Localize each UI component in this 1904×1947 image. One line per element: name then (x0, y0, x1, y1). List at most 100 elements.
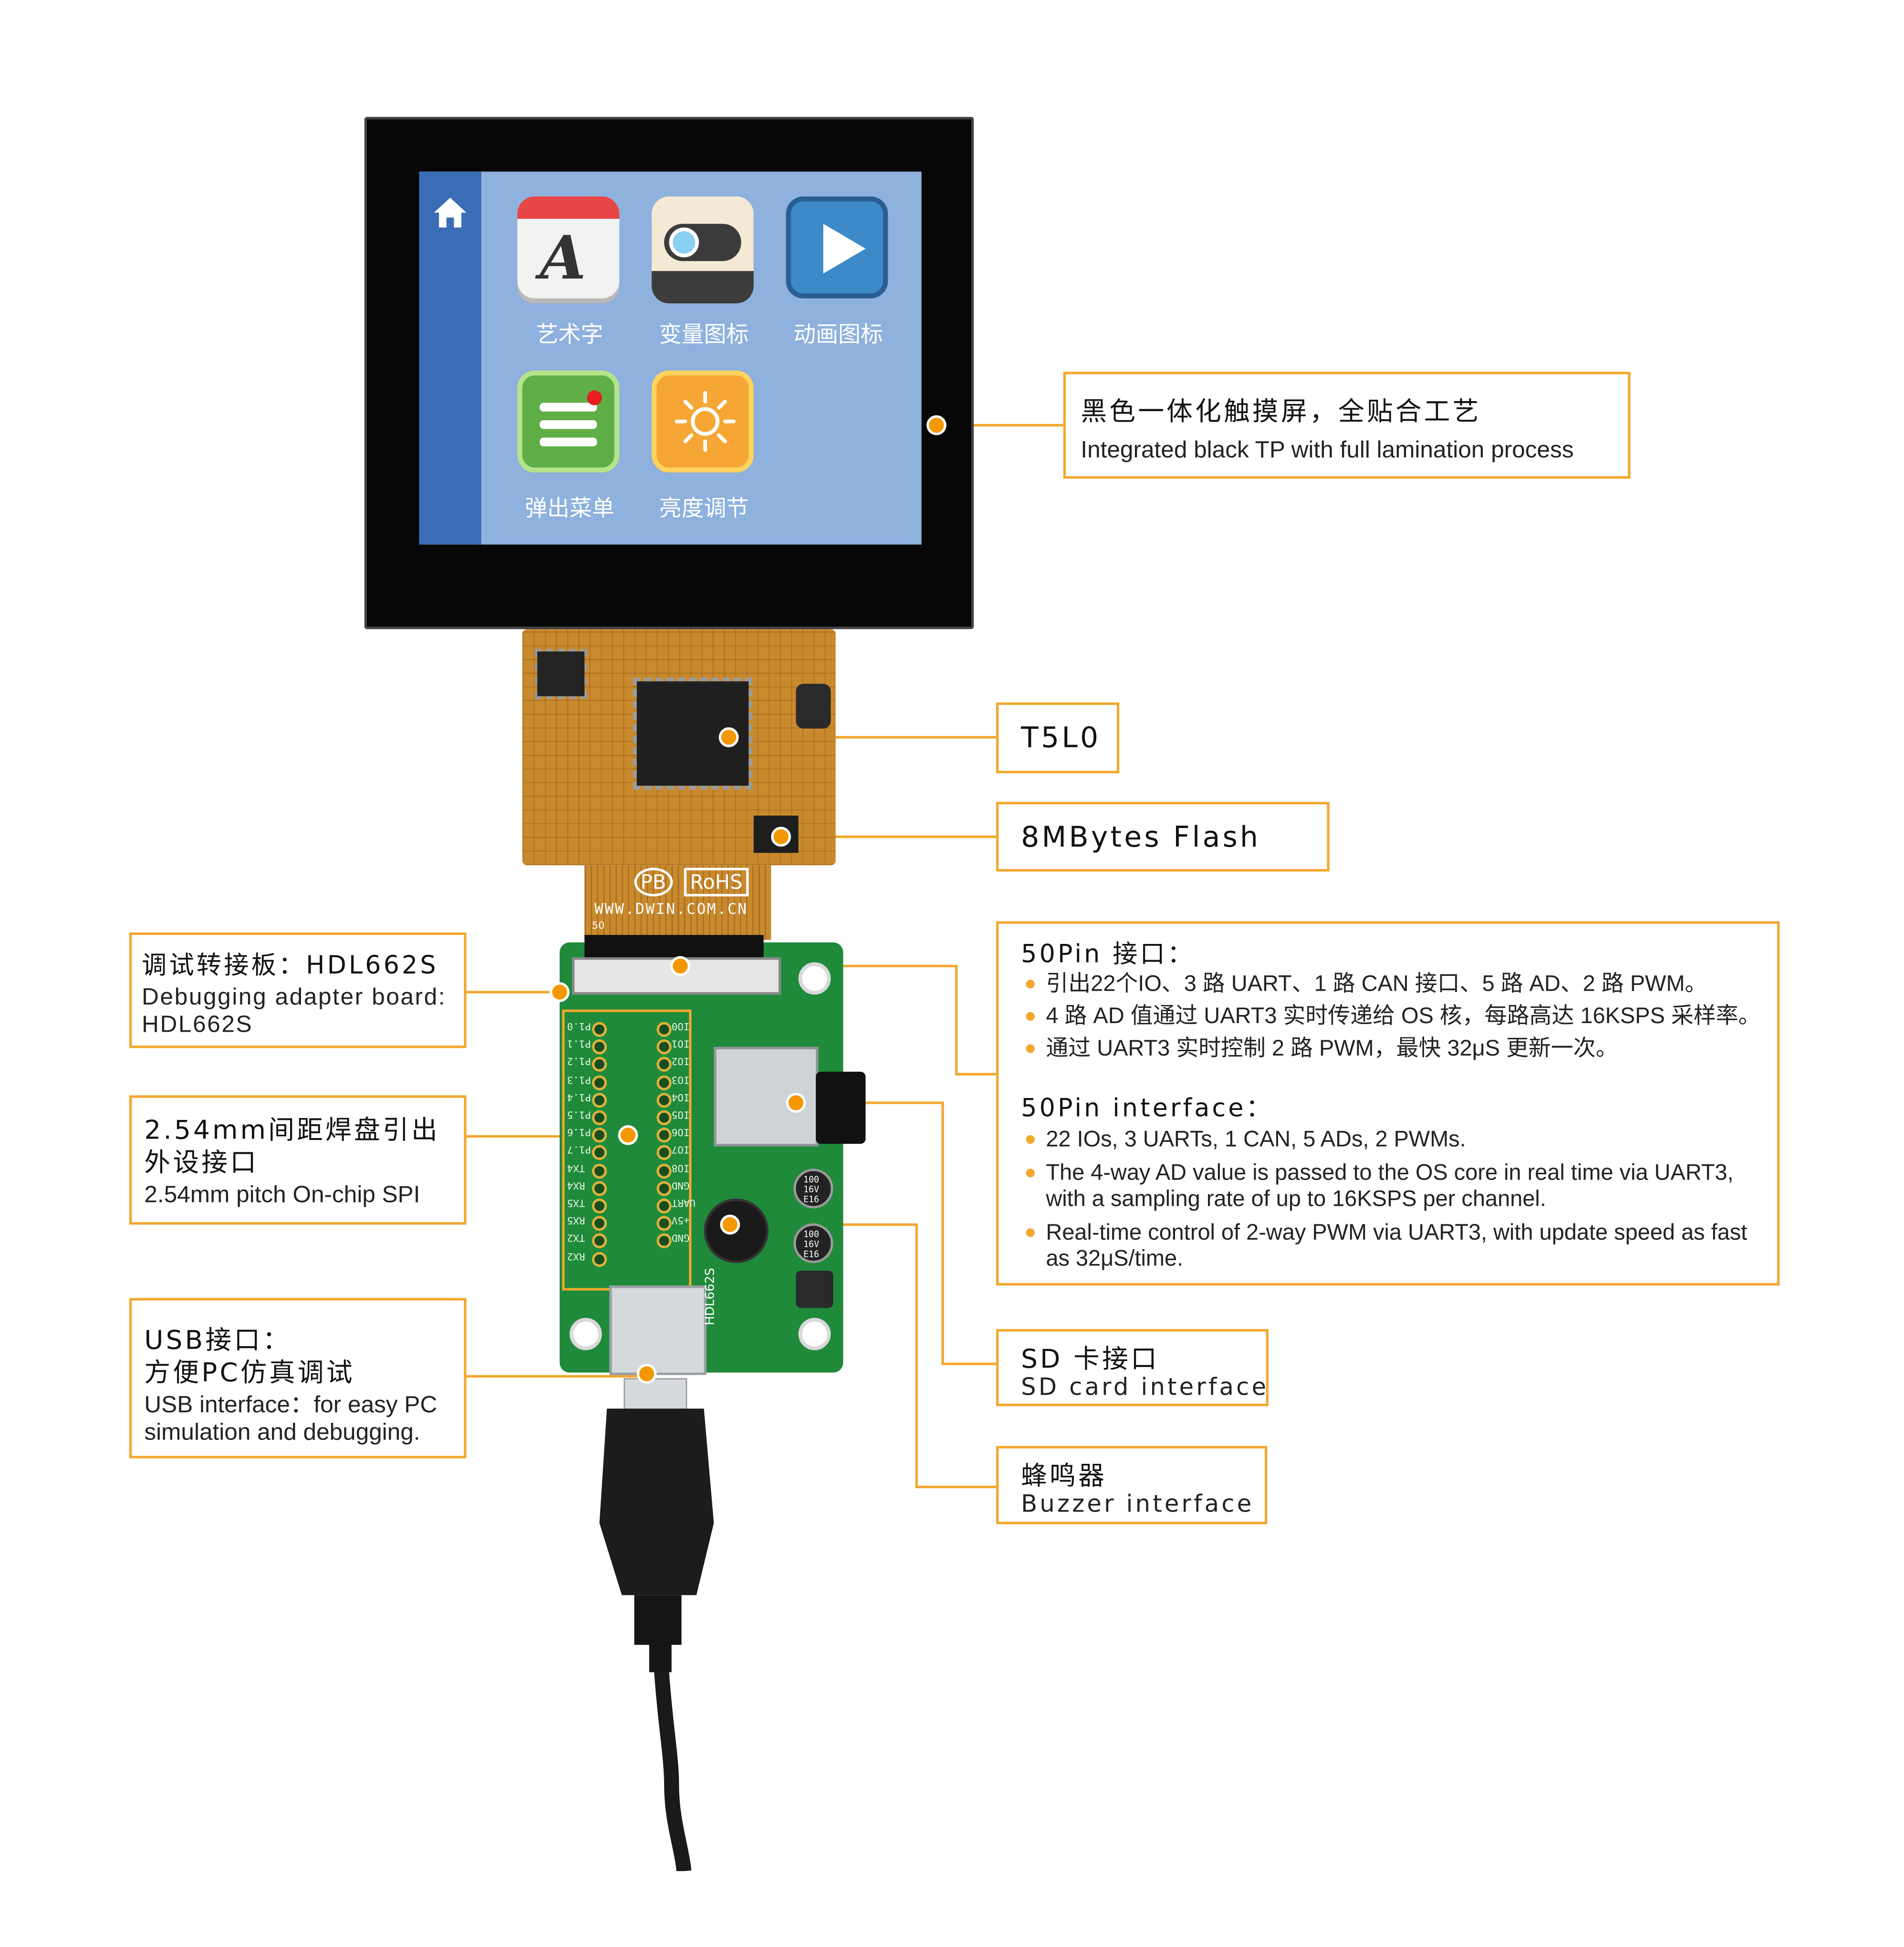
pin50-en-bullet: Real-time control of 2-way PWM via UART3… (1021, 1220, 1767, 1272)
pin-label: IO7 (671, 1144, 690, 1156)
pin-pad (592, 1022, 607, 1037)
pin-pad (656, 1110, 672, 1125)
pin-label: IO6 (671, 1127, 690, 1138)
sd-en: SD card interface (1021, 1374, 1269, 1401)
pin-label: RX5 (567, 1215, 585, 1226)
app-label-popup-menu: 弹出菜单 (525, 496, 614, 522)
callout-50pin: 50Pin 接口： 引出22个IO、3 路 UART、1 路 CAN 接口、5 … (996, 921, 1780, 1286)
pin-label: RX4 (567, 1180, 585, 1191)
pin-pad (656, 1233, 672, 1249)
pin-label: IO4 (671, 1091, 690, 1103)
pin-pad (592, 1216, 607, 1232)
buzzer (704, 1198, 769, 1263)
marker-dot (720, 1214, 740, 1235)
pin-pad (592, 1198, 607, 1214)
pin-label: IO8 (671, 1162, 690, 1173)
callout-pitch: 2.54mm间距焊盘引出 外设接口 2.54mm pitch On-chip S… (129, 1095, 467, 1225)
pin-label: P1.1 (567, 1038, 591, 1050)
pin-label: UART (671, 1197, 696, 1209)
pin-pad (656, 1092, 672, 1108)
mount-hole (798, 962, 831, 995)
adapter-cn: 调试转接板：HDL662S (142, 950, 438, 980)
pin-pad (656, 1163, 672, 1178)
pin-pad (592, 1075, 607, 1090)
usb-en: USB interface：for easy PC simulation and… (144, 1392, 437, 1446)
inductor (796, 684, 831, 729)
pin-label: P1.6 (567, 1127, 591, 1138)
cap-text: E16 (803, 1194, 819, 1205)
marker-dot (618, 1125, 638, 1145)
tp-cn: 黑色一体化触摸屏，全贴合工艺 (1081, 396, 1481, 427)
home-icon[interactable] (432, 194, 469, 231)
capacitor: 100 16V E16 (793, 1223, 833, 1263)
cap-text: 100 (803, 1229, 819, 1240)
cap-text: E16 (803, 1249, 819, 1260)
app-label-animation: 动画图标 (793, 322, 883, 348)
pin50-en-title: 50Pin interface： (1021, 1093, 1273, 1123)
pin50-cn-bullet: 引出22个IO、3 路 UART、1 路 CAN 接口、5 路 AD、2 路 P… (1021, 971, 1772, 997)
fpc-pin-no: 50 (592, 920, 605, 932)
callout-cpu: T5L0 (996, 702, 1120, 774)
pin50-cn-bullet: 通过 UART3 实时控制 2 路 PWM，最快 32μS 更新一次。 (1021, 1036, 1772, 1062)
cpu-label: T5L0 (1021, 722, 1101, 755)
pin-pad (592, 1145, 607, 1160)
mount-hole (798, 1317, 831, 1350)
callout-usb: USB接口： 方便PC仿真调试 USB interface：for easy P… (129, 1298, 467, 1459)
pitch-en: 2.54mm pitch On-chip SPI (144, 1182, 420, 1209)
popup-menu-icon[interactable] (517, 370, 620, 473)
pin-label: P1.5 (567, 1109, 591, 1120)
pin-label: +5V (671, 1215, 690, 1226)
pin-label: P1.7 (567, 1144, 591, 1156)
pin50-en-bullet: 22 IOs, 3 UARTs, 1 CAN, 5 ADs, 2 PWMs. (1021, 1127, 1767, 1153)
pin-pad (592, 1128, 607, 1143)
pin-label: IO1 (671, 1038, 690, 1050)
pin-pad (656, 1198, 672, 1214)
variable-icon[interactable] (651, 196, 754, 299)
pin50-cn-title: 50Pin 接口： (1021, 938, 1195, 969)
pin-pad (656, 1039, 672, 1055)
buzzer-cn: 蜂鸣器 (1021, 1460, 1107, 1491)
cap-text: 16V (803, 1185, 819, 1195)
pin-label: GND (671, 1180, 690, 1191)
pin-pad (656, 1075, 672, 1090)
tp-en: Integrated black TP with full lamination… (1081, 437, 1574, 464)
pin-pad (592, 1181, 607, 1196)
model-label: HDL662S (704, 1268, 718, 1326)
pin-pad (592, 1039, 607, 1055)
pin-pad (656, 1128, 672, 1143)
pin50-en-bullet: The 4-way AD value is passed to the OS c… (1021, 1160, 1767, 1212)
marker-dot (670, 956, 690, 976)
capacitor: 100 16V E16 (793, 1169, 833, 1209)
pin-label: P1.0 (567, 1021, 591, 1032)
pin-pad (592, 1057, 607, 1072)
pin-label: TX2 (567, 1232, 585, 1244)
inductor-board (796, 1270, 833, 1308)
fpc-marks: PB RoHS (634, 868, 749, 897)
pin-label: RX2 (567, 1250, 585, 1262)
art-text-icon[interactable]: A (517, 196, 620, 299)
rohs-mark: RoHS (684, 868, 749, 897)
brightness-icon[interactable] (651, 370, 754, 473)
callout-flash: 8MBytes Flash (996, 802, 1330, 872)
mount-hole (569, 1317, 602, 1350)
pin-pad (656, 1057, 672, 1072)
pin-label: IO5 (671, 1109, 690, 1120)
app-label-art-text: 艺术字 (536, 322, 603, 348)
usb-cable (599, 1378, 714, 1871)
callout-adapter: 调试转接板：HDL662S Debugging adapter board: H… (129, 932, 467, 1048)
animation-icon[interactable] (786, 196, 888, 299)
pin-label: GND (671, 1232, 690, 1244)
pin-pad (592, 1233, 607, 1249)
marker-dot (550, 982, 570, 1002)
pin-label: IO3 (671, 1074, 690, 1085)
pin-label: IO0 (671, 1021, 690, 1032)
pin-pad (592, 1092, 607, 1108)
pb-mark: PB (634, 868, 673, 897)
pin-pad (656, 1022, 672, 1037)
usb-a-port[interactable] (609, 1285, 707, 1375)
marker-dot (786, 1093, 806, 1113)
lcd-sidebar (419, 171, 481, 545)
cap-text: 16V (803, 1239, 819, 1250)
cap-text: 100 (803, 1175, 819, 1185)
small-chip (534, 649, 587, 699)
